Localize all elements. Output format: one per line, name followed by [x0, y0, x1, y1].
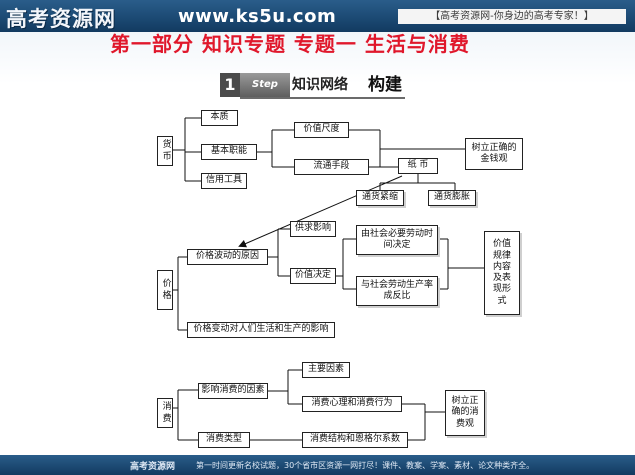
slide-area	[0, 32, 635, 462]
node-consumption-structure: 消费结构和恩格尔系数	[302, 432, 408, 448]
page-title: 第一部分 知识专题 专题一 生活与消费	[110, 32, 470, 56]
section-rule	[240, 97, 405, 99]
footer-logo[interactable]: 高考资源网	[130, 462, 176, 472]
node-credit-tools: 信用工具	[201, 173, 247, 189]
footer-banner: 高考资源网 第一时间更新名校试题，30个省市区资源一网打尽！课件、教案、学案、素…	[0, 455, 635, 475]
node-supply-demand: 供求影响	[290, 221, 336, 237]
section-badge: 1 Step One 知识网络 构建	[220, 73, 405, 114]
node-consumption-view: 树立正确的消费观	[445, 390, 485, 436]
node-consumption-factors: 影响消费的因素	[198, 383, 268, 399]
header-banner: 高考资源网 www.ks5u.com 【高考资源网-你身边的高考专家！】	[0, 0, 635, 32]
node-price-fluctuation-causes: 价格波动的原因	[187, 249, 268, 265]
node-price-change-impact: 价格变动对人们生活和生产的影响	[187, 322, 335, 338]
section-step: Step One	[240, 73, 290, 114]
node-consumption: 消费	[157, 398, 173, 428]
node-inflation: 通货膨胀	[428, 190, 476, 206]
node-labor-productivity: 与社会劳动生产率成反比	[356, 276, 438, 306]
node-money: 货币	[157, 136, 173, 166]
node-consumer-psychology: 消费心理和消费行为	[302, 396, 402, 412]
node-value-determination: 价值决定	[290, 268, 336, 284]
node-deflation: 通货紧缩	[356, 190, 404, 206]
section-number: 1	[220, 73, 240, 97]
node-law-of-value: 价值规律内容及表现形式	[484, 231, 520, 315]
site-logo[interactable]: 高考资源网	[6, 6, 116, 31]
node-price: 价格	[157, 270, 173, 310]
node-consumption-types: 消费类型	[198, 432, 250, 448]
node-basic-functions: 基本职能	[201, 144, 257, 160]
node-paper-money: 纸 币	[398, 158, 438, 174]
node-value-measure: 价值尺度	[294, 122, 349, 138]
node-circulation-means: 流通手段	[294, 159, 369, 175]
node-labor-time: 由社会必要劳动时间决定	[356, 225, 438, 255]
site-slogan: 【高考资源网-你身边的高考专家！】	[398, 9, 626, 24]
section-label: 知识网络	[292, 77, 348, 93]
node-money-view: 树立正确的金钱观	[465, 138, 523, 170]
site-url[interactable]: www.ks5u.com	[178, 6, 337, 27]
footer-text: 第一时间更新名校试题，30个省市区资源一网打尽！课件、教案、学案、素材、论文种类…	[196, 461, 535, 470]
node-main-factors: 主要因素	[302, 362, 350, 378]
section-label-2: 构建	[368, 75, 402, 95]
node-essence: 本质	[201, 110, 238, 126]
